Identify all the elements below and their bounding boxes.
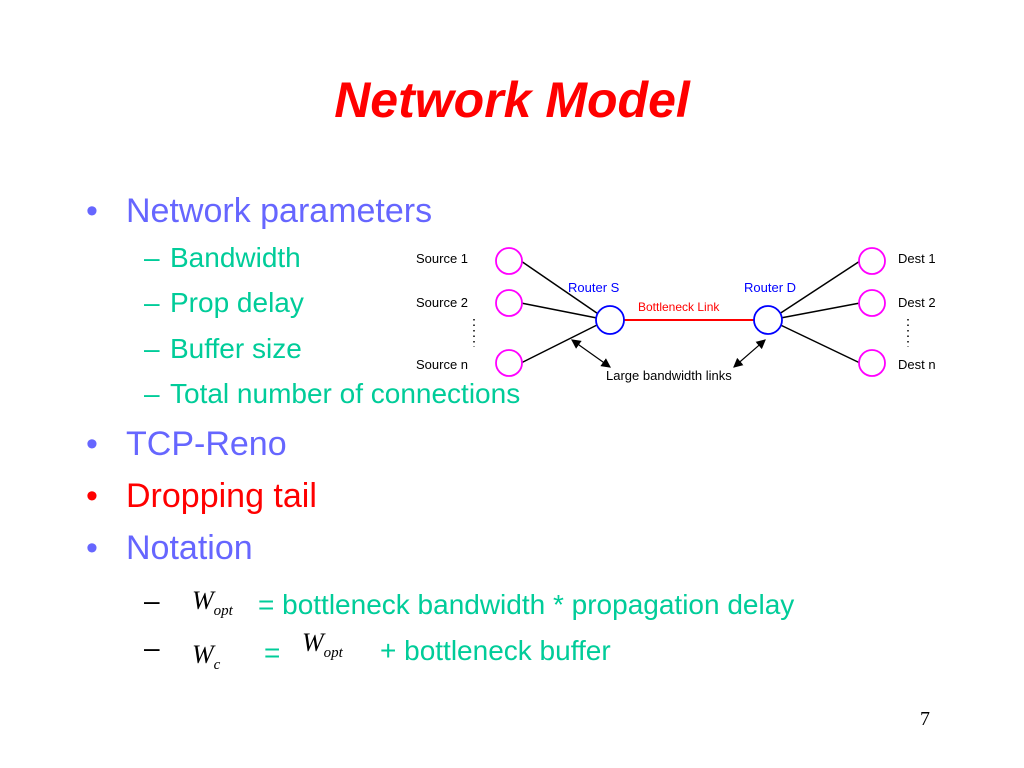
bullet-dot: •	[86, 477, 98, 515]
bullet-text: Network parameters	[126, 192, 433, 230]
source-link	[520, 260, 608, 321]
dest-n-label: Dest n	[898, 357, 936, 372]
dash-marker: –	[144, 378, 160, 409]
slide-title: Network Model	[334, 72, 690, 128]
dest-2-label: Dest 2	[898, 295, 936, 310]
math-subscript: opt	[323, 645, 343, 662]
w-opt-symbol: Wopt	[192, 586, 233, 620]
bullet-text: Dropping tail	[126, 477, 317, 515]
dash-marker: –	[144, 585, 160, 616]
source-node	[495, 247, 523, 275]
notation-definition-1: = bottleneck bandwidth * propagation del…	[258, 589, 795, 620]
bullet-network-parameters: • Network parameters	[86, 191, 432, 231]
bullet-dot: •	[86, 192, 98, 230]
router-s-label: Router S	[568, 280, 620, 295]
dash-marker: –	[144, 287, 160, 318]
dest-link	[769, 260, 861, 321]
router-d-node	[753, 305, 783, 335]
large-bandwidth-label: Large bandwidth links	[606, 368, 732, 383]
dest-node	[858, 349, 886, 377]
dest-1-label: Dest 1	[898, 251, 936, 266]
source-link	[520, 302, 608, 321]
source-node	[495, 349, 523, 377]
source-node	[495, 289, 523, 317]
dash-marker: –	[144, 632, 160, 663]
dest-link	[769, 319, 861, 364]
sub-bullet-buffer-size: –Buffer size	[144, 332, 302, 366]
large-bw-arrow-right	[733, 339, 766, 368]
notation-definition-2: + bottleneck buffer	[380, 635, 611, 666]
sub-bullet-total-connections: –Total number of connections	[144, 377, 520, 411]
sub-bullet-text: Buffer size	[170, 333, 302, 364]
bullet-tcp-reno: • TCP-Reno	[86, 424, 287, 464]
sub-bullet-text: Bandwidth	[170, 242, 301, 273]
large-bw-arrow-left	[571, 339, 611, 368]
sub-bullet-bandwidth: –Bandwidth	[144, 241, 301, 275]
equals-sign: =	[264, 637, 281, 668]
bullet-dropping-tail: • Dropping tail	[86, 476, 317, 516]
dest-node	[858, 247, 886, 275]
bullet-notation: • Notation	[86, 528, 253, 568]
network-diagram: Source 1 Source 2 Source n Dest 1 Dest 2…	[416, 247, 936, 383]
dest-link	[769, 302, 861, 321]
math-subscript: c	[213, 657, 221, 674]
w-c-symbol: Wc	[192, 640, 220, 674]
dash-marker: –	[144, 333, 160, 364]
source-1-label: Source 1	[416, 251, 468, 266]
source-n-label: Source n	[416, 357, 468, 372]
router-d-label: Router D	[744, 280, 796, 295]
bottleneck-link-label: Bottleneck Link	[638, 300, 720, 314]
math-var: W	[302, 628, 324, 657]
math-subscript: opt	[213, 603, 233, 620]
math-var: W	[192, 586, 214, 615]
bullet-text: TCP-Reno	[126, 425, 287, 463]
dest-node	[858, 289, 886, 317]
router-s-node	[595, 305, 625, 335]
bullet-text: Notation	[126, 529, 253, 567]
source-link	[520, 319, 608, 364]
math-var: W	[192, 640, 214, 669]
source-2-label: Source 2	[416, 295, 468, 310]
bullet-dot: •	[86, 425, 98, 463]
bullet-dot: •	[86, 529, 98, 567]
dash-marker: –	[144, 242, 160, 273]
sub-bullet-prop-delay: –Prop delay	[144, 286, 304, 320]
page-number: 7	[920, 708, 930, 730]
sub-bullet-text: Prop delay	[170, 287, 304, 318]
sub-bullet-text: Total number of connections	[170, 378, 521, 409]
w-opt-symbol: Wopt	[302, 628, 343, 662]
